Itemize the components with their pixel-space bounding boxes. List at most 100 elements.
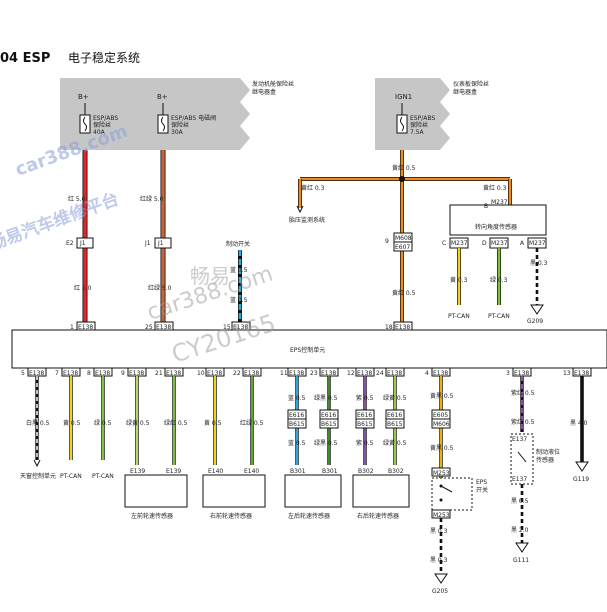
inline-connector-2 <box>154 237 172 249</box>
wire-label-rr-2b: 绿黄 0.5 <box>383 439 407 447</box>
fuse-3-type: 保险丝 <box>410 121 428 129</box>
eps-control-unit-label: EPS控制单元 <box>290 346 325 354</box>
steering-angle-sensor <box>449 204 547 236</box>
svg-text:5: 5 <box>21 370 25 377</box>
conn-e605: E605 <box>433 412 448 419</box>
wire-label-ptcan-g: 绿 0.5 <box>94 419 112 427</box>
fuse-3-icon <box>396 103 408 134</box>
svg-text:4: 4 <box>425 370 429 377</box>
svg-text:E138: E138 <box>129 370 144 377</box>
wire-label-steer: 黄红 0.3 <box>483 184 507 192</box>
conn-j1-label-2: J1 <box>144 240 151 247</box>
steer-sensor-label: 转向角度传感器 <box>475 223 517 231</box>
wire-label-rr-2: 绿黄 0.5 <box>383 394 407 402</box>
wire-label-g119: 黑 4.0 <box>570 420 588 427</box>
conn-m608-label: M608 <box>395 235 412 242</box>
svg-text:21: 21 <box>155 370 163 377</box>
steer-pin-a: A <box>520 240 525 247</box>
eps-switch-label-2: 开关 <box>476 486 488 494</box>
conn-e607-label: E607 <box>395 244 410 251</box>
tire-monitor-label: 胎压监测系统 <box>289 216 325 224</box>
svg-text:E138: E138 <box>156 324 171 331</box>
wire-label-brake-level-gnd-2: 黑 2.0 <box>511 527 529 534</box>
ground-g205-label: G205 <box>432 588 448 595</box>
eps-switch-conn-bottom: M253 <box>433 512 450 519</box>
steer-conn-d: M237 <box>491 240 508 247</box>
wire-label-tire: 黄红 0.3 <box>301 184 325 192</box>
wire-label-fr-1: 黄 0.5 <box>204 419 222 427</box>
brake-level-label-2: 传感器 <box>536 456 554 464</box>
wire-label-rl-1b: 蓝 0.5 <box>288 439 306 447</box>
ground-g111-icon <box>515 542 529 553</box>
fuse-2-name: ESP/ABS 电磁阀 <box>171 114 216 122</box>
rr-conn-2: B302 <box>388 468 404 475</box>
eps-switch-label-1: EPS <box>476 479 487 486</box>
wire-label-steer-c: 黄 0.3 <box>450 276 468 284</box>
steer-conn-b: M237 <box>491 199 508 206</box>
rr-wheel-sensor <box>352 474 410 508</box>
fuse-1-type: 保险丝 <box>93 121 111 129</box>
eps-switch <box>431 477 473 511</box>
eps-switch-conn-top: M253 <box>433 470 450 477</box>
wire-label-eps-gnd-1: 黑 0.3 <box>430 528 448 535</box>
ground-g209-label: G209 <box>527 318 543 325</box>
conn-e2-label: E2 <box>66 240 74 247</box>
fuse-3-name: ESP/ABS <box>410 115 435 122</box>
conn-j1-label-3: J1 <box>157 240 164 247</box>
watermark-cn2: 畅易 <box>190 264 230 288</box>
wire-label-brake-1: 蓝 0.5 <box>230 266 248 274</box>
brake-switch-label: 制动开关 <box>226 240 250 248</box>
wire-label-red-1: 红 5.0 <box>68 195 86 203</box>
fuse-1-icon <box>79 103 91 134</box>
ptcan-label-4: PT-CAN <box>92 473 114 480</box>
fuse-2-type: 保险丝 <box>171 121 189 129</box>
svg-text:9: 9 <box>385 238 389 245</box>
inline-connector-1 <box>76 237 94 249</box>
ptcan-label-3: PT-CAN <box>60 473 82 480</box>
bplus-label-2: B+ <box>157 93 168 101</box>
svg-text:E138: E138 <box>387 370 402 377</box>
wire-label-sunroof: 白黑 0.5 <box>26 419 50 427</box>
steer-conn-c: M237 <box>451 240 468 247</box>
engine-box-label-1: 发动机舱保险丝 <box>252 80 294 88</box>
wire-label-redgreen-2: 红绿 5.0 <box>148 284 172 292</box>
svg-text:1: 1 <box>70 324 74 331</box>
wire-label-redgreen-1: 红绿 5.0 <box>140 195 164 203</box>
fl-conn-1: E139 <box>130 468 145 475</box>
svg-text:22: 22 <box>233 370 241 377</box>
svg-text:15: 15 <box>223 324 231 331</box>
steer-conn-a: M237 <box>529 240 546 247</box>
svg-text:E616: E616 <box>357 412 372 419</box>
svg-text:8: 8 <box>87 370 91 377</box>
rl-sensor-label: 左后轮速传感器 <box>288 512 330 520</box>
fuse-2-rating: 30A <box>171 129 184 136</box>
svg-text:E138: E138 <box>95 370 110 377</box>
wire-label-ign: 黄红 0.5 <box>392 164 416 172</box>
wire-label-rr-1: 紫 0.5 <box>356 394 374 402</box>
ground-g111-label: G111 <box>513 557 529 564</box>
svg-text:24: 24 <box>376 370 384 377</box>
wire-label-fl-1: 绿黄 0.5 <box>126 419 150 427</box>
watermark-cn: 畅易汽车维修平台 <box>0 188 122 254</box>
wire-label-brake-level-gnd-1: 黑 0.5 <box>511 498 529 505</box>
brake-level-conn-top: E137 <box>512 436 527 443</box>
svg-text:12: 12 <box>347 370 355 377</box>
wire-label-fl-2: 绿红 0.5 <box>164 419 188 427</box>
svg-text:E616: E616 <box>387 412 402 419</box>
ptcan-label-2: PT-CAN <box>488 313 510 320</box>
steer-pin-d: D <box>482 240 487 247</box>
fuse-3-rating: 7.5A <box>410 129 425 136</box>
wire-label-steer-a: 黑 0.3 <box>530 260 548 267</box>
svg-text:B615: B615 <box>321 421 337 428</box>
